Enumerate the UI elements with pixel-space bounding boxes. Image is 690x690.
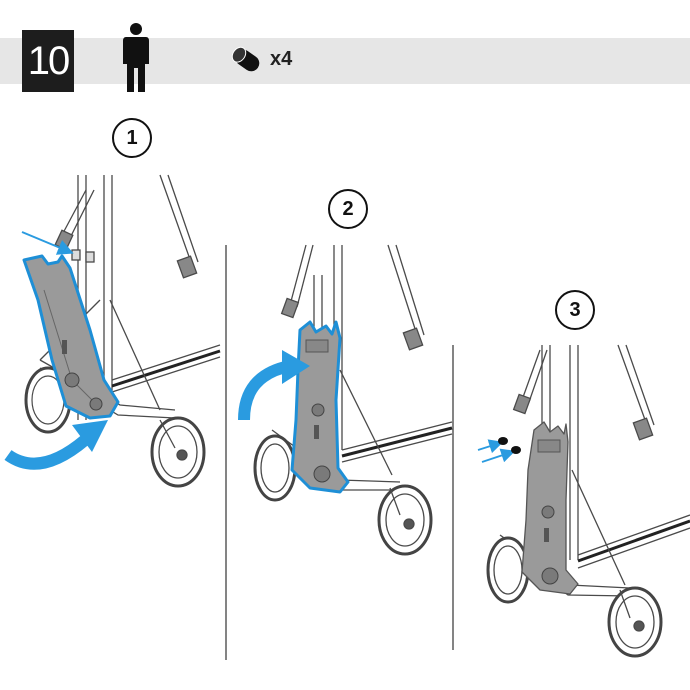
panel-2-highlighted-part <box>290 320 350 494</box>
panel-1-rotate-arrow <box>4 435 89 470</box>
panel-2-rotate-arrow <box>238 360 292 421</box>
quantity-label: x4 <box>270 48 293 70</box>
panel-3-cap-arrow-2 <box>481 448 516 463</box>
panel-3-number: 3 <box>555 290 595 330</box>
panel-1-insert-arrow <box>21 231 74 255</box>
person-icon <box>123 23 149 92</box>
header-bar <box>0 38 690 84</box>
panel-2-number: 2 <box>328 189 368 229</box>
screw-cap-icon <box>231 46 260 72</box>
panel-3-illustration <box>486 344 690 658</box>
panel-2-illustration <box>253 244 453 556</box>
panel-3-cap-1 <box>498 437 508 445</box>
panel-1-number: 1 <box>112 118 152 158</box>
panel-3-cap-2 <box>511 446 521 454</box>
panel-1-illustration <box>24 174 221 488</box>
step-number: 10 <box>22 30 74 92</box>
panel-1-highlighted-part <box>22 254 120 420</box>
panel-3-mounted-part <box>521 421 579 595</box>
panel-3-cap-arrow-1 <box>477 439 504 454</box>
